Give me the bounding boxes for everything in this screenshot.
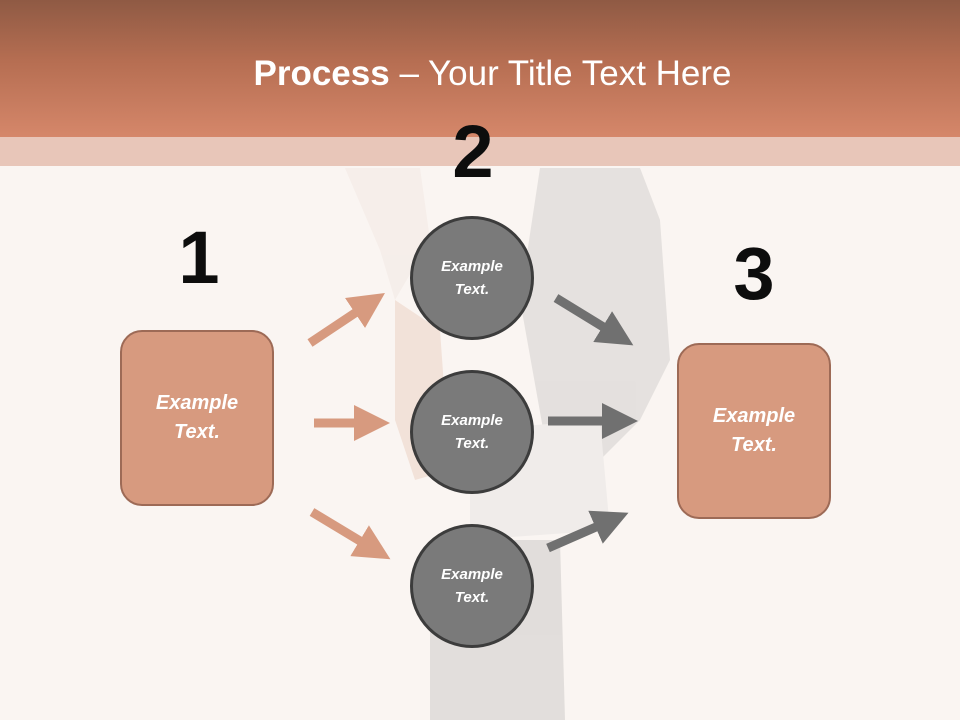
circle-top-text: Example Text. <box>441 258 503 298</box>
right-step-box: Example Text. <box>677 343 831 519</box>
arrow-left-up <box>307 293 385 347</box>
circle-bottom-text: Example Text. <box>441 566 503 606</box>
title-rest: – Your Title Text Here <box>389 54 732 93</box>
step-circle-bottom: Example Text. <box>410 524 534 648</box>
slide-title: Process – Your Title Text Here <box>0 52 960 96</box>
step-circle-top: Example Text. <box>410 216 534 340</box>
step-number-1: 1 <box>178 216 220 299</box>
step-number-2: 2 <box>452 110 494 193</box>
header-accent-band <box>0 137 960 166</box>
right-step-text: Example Text. <box>712 405 796 456</box>
circle-middle-text: Example Text. <box>441 412 503 452</box>
arrow-right-down <box>553 294 634 346</box>
arrow-right-up <box>546 510 629 553</box>
left-step-text: Example Text. <box>155 392 239 443</box>
title-bold: Process <box>253 54 390 93</box>
arrow-left-down <box>309 508 391 560</box>
left-step-box: Example Text. <box>120 330 274 506</box>
step-number-3: 3 <box>733 232 775 315</box>
step-circle-middle: Example Text. <box>410 370 534 494</box>
title-header-bar <box>0 0 960 137</box>
